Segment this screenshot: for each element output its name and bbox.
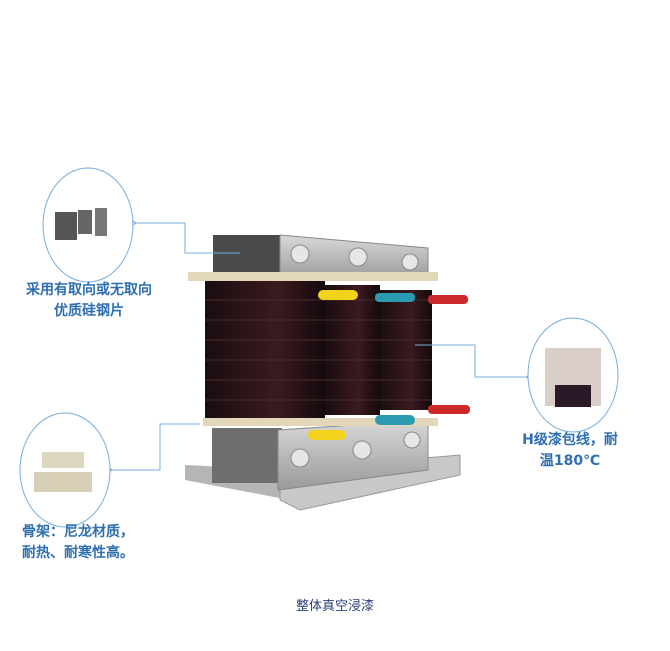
callout-bobbin: 骨架：尼龙材质， 耐热、耐寒性高。 [22,522,134,564]
callout-line: 耐热、耐寒性高。 [22,545,134,561]
callout-line: 采用有取向或无取向 [26,282,152,298]
callout-line: 骨架：尼龙材质， [22,524,134,540]
bottom-yoke [212,419,429,491]
enameled-wire-icon [527,317,619,433]
callout-line: H级漆包线，耐 [522,432,618,448]
callout-line: 温180℃ [539,453,601,469]
coils [203,280,438,426]
terminals [308,290,470,440]
callout-line: 优质硅钢片 [54,303,124,319]
silicon-steel-sheet-icon [42,167,134,283]
callout-silicon-steel: 采用有取向或无取向 优质硅钢片 [18,280,160,322]
caption: 整体真空浸漆 [295,599,374,614]
top-yoke [188,234,438,281]
callout-enameled-wire: H级漆包线，耐 温180℃ [505,430,635,472]
nylon-bobbin-icon [19,412,111,528]
leader-lines [112,223,526,470]
